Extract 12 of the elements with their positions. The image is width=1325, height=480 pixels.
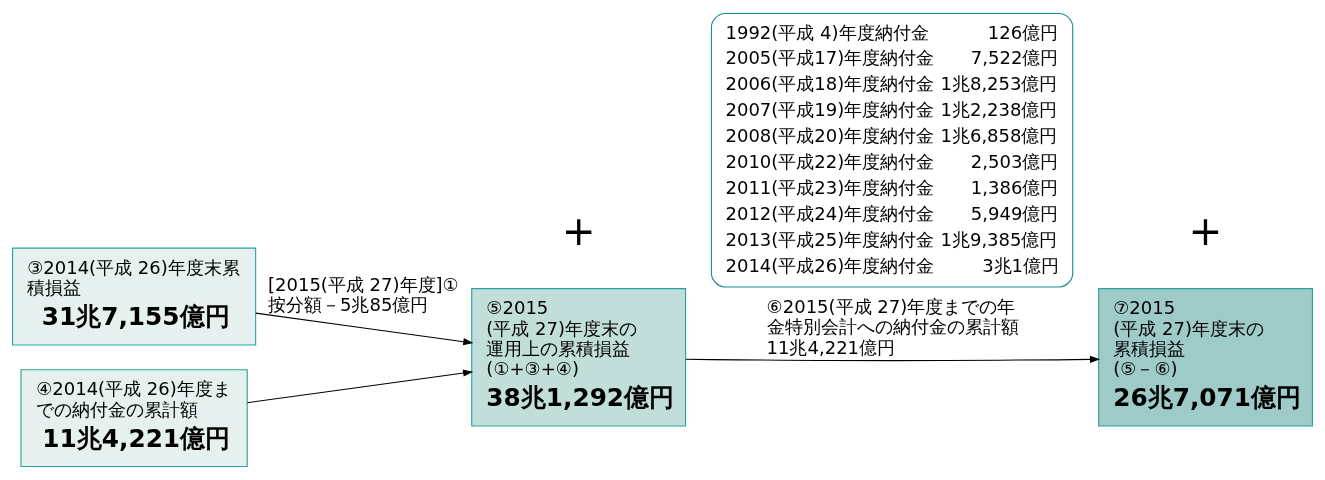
node-box: ③2014(平成 26)年度末累積損益 31兆7,155億円: [12, 247, 257, 346]
label: +: [1188, 206, 1223, 255]
edge-label: ⑥2015(平成 27)年度までの年金特別会計への納付金の累計額 11兆4,221億円: [766, 296, 1019, 358]
node-box: ⑦2015 (平成 27)年度末の累積損益 (⑤－⑥) 26兆7,071億円: [1098, 288, 1313, 427]
arrow: [246, 369, 474, 404]
arrow: [255, 312, 474, 346]
label: +: [561, 206, 596, 255]
node-box: ④2014(平成 26)年度までの納付金の累計額 11兆4,221億円: [20, 369, 248, 468]
node-box: ⑤2015 (平成 27)年度末の運用上の累積損益 (①+③+④) 38兆1,292億円: [471, 288, 687, 427]
arrow: [685, 355, 1101, 363]
edge-label: [2015(平成 27)年度]①按分額－5兆85億円: [268, 273, 459, 315]
node-box: 1992(平成 4)年度納付金 126億円 2005(平成17)年度納付金 7,522億円 2006(平成18)年度納付金 1兆8,253億円 2007(平成19)年度納付金 1兆2,238億円 2008(平成20)年度納付金 1兆6,858億円 2010(平成22)年度納付金 2,503億円 2011(平成23)年度納付金 1,386億円 2012(平成24)年度納付金 5,949億円 2013(平成25)年度納付金 1兆9,385億円 2014(平成26)年度納付金 3兆1億円: [710, 12, 1074, 288]
